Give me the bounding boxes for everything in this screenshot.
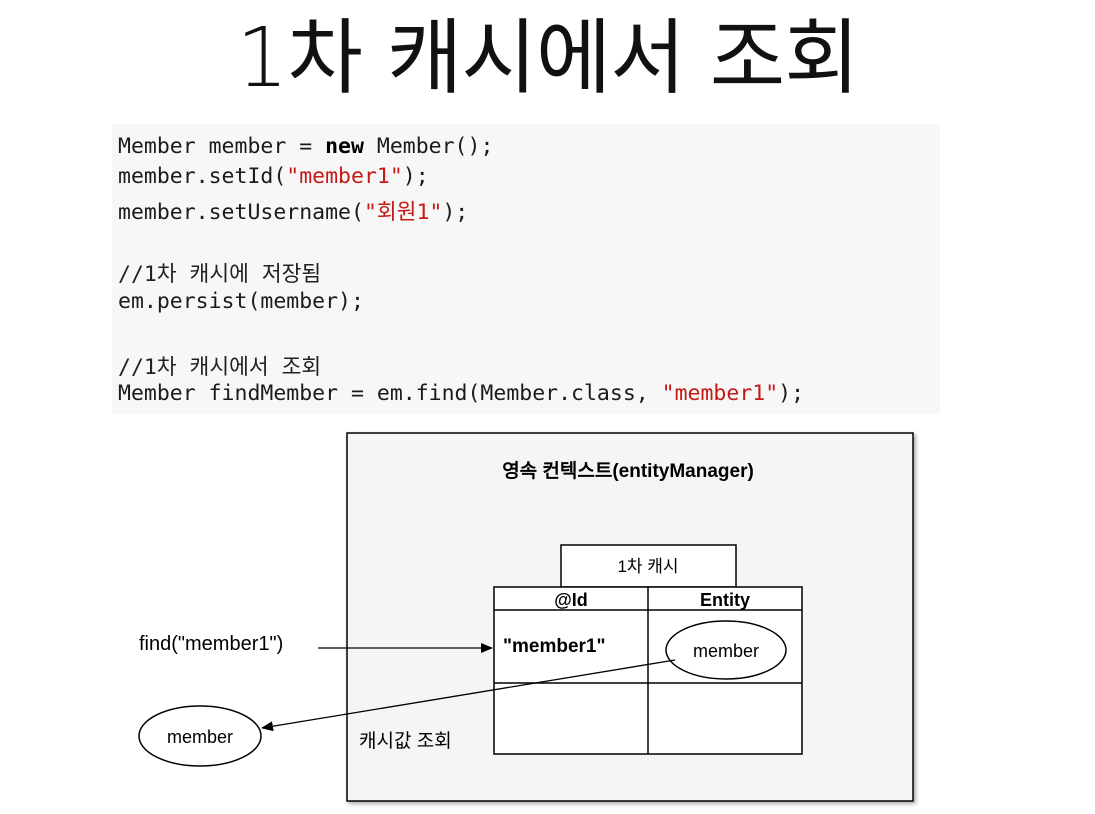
code-line-2: member.setId("member1"); (118, 164, 429, 189)
code-line-4: em.persist(member); (118, 289, 364, 314)
code-comment-2: //1차 캐시에서 조회 (118, 355, 322, 380)
cached-entity-ellipse (665, 620, 787, 680)
result-entity-ellipse (138, 705, 262, 767)
cache-label-box (560, 544, 737, 588)
page-title: 1차 캐시에서 조회 (236, 11, 859, 106)
code-line-3: member.setUsername("회원1"); (118, 200, 469, 225)
code-block: Member member = new Member(); member.set… (112, 124, 940, 414)
persistence-context-label: 영속 컨텍스트(entityManager) (502, 460, 754, 482)
cached-entity-label: member (693, 641, 759, 661)
cache-lookup-label: 캐시값 조회 (359, 730, 452, 752)
code-line-5: Member findMember = em.find(Member.class… (118, 381, 805, 406)
column-header-id: @Id (554, 590, 588, 610)
column-header-entity: Entity (700, 590, 750, 610)
code-line-1: Member member = new Member(); (118, 134, 494, 159)
find-call-label: find("member1") (139, 633, 283, 655)
result-entity-label: member (167, 727, 233, 747)
cell-id-value: "member1" (503, 636, 606, 657)
cache-label: 1차 캐시 (617, 557, 678, 576)
code-comment-1: //1차 캐시에 저장됨 (118, 262, 322, 287)
return-arrow (261, 659, 676, 732)
